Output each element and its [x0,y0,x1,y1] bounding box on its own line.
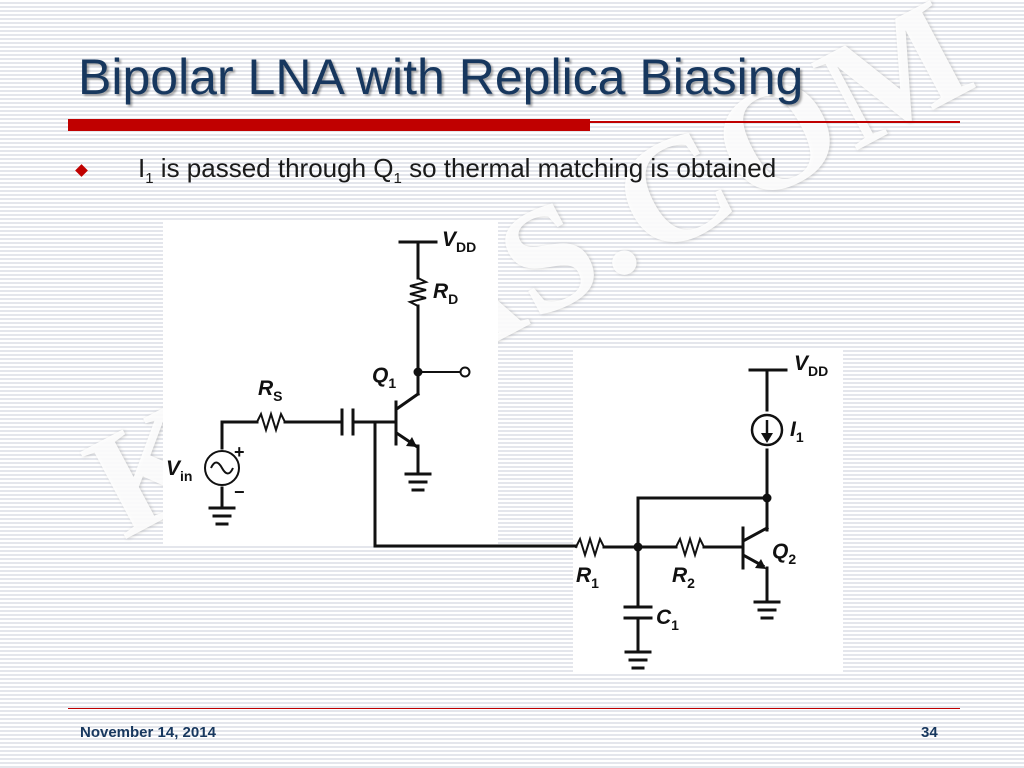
q1-label: Q1 [372,364,396,391]
bullet-text-part: is passed through Q [153,153,394,183]
r2-label: R2 [672,564,695,591]
vin-source [204,450,240,486]
i1-arrow-head-icon [761,433,773,443]
bullet-text-part: so thermal matching is obtained [401,153,777,183]
bullet-text: I1 is passed through Q1 so thermal match… [138,153,776,187]
feedback-node [762,493,772,503]
vin-label: Vin [166,457,192,484]
right-circuit-panel [573,350,843,672]
i1-current-source [750,413,784,447]
c1-label: C1 [656,606,679,633]
rs-resistor [255,410,287,434]
vdd-right-label: VDD [794,352,828,379]
r1-label: R1 [576,564,599,591]
vin-plus-label: + [234,442,245,462]
q2-collector-diag [742,525,770,543]
slide-title: Bipolar LNA with Replica Biasing [78,49,804,105]
rs-label: RS [258,377,283,404]
i1-label: I1 [790,418,804,445]
footer-date: November 14, 2014 [80,724,216,741]
q1-collector-node [413,367,423,377]
bullet-subscript: 1 [145,170,154,188]
q2-emitter-arrow-icon [755,559,766,569]
page-number: 34 [921,724,938,741]
r1-r2-node [633,542,643,552]
vin-minus-label: − [234,482,245,502]
title-underline-thin [590,121,960,123]
r2-resistor [674,535,706,559]
rd-resistor [407,276,429,308]
r1-resistor [574,535,606,559]
bullet-subscript: 1 [393,170,402,188]
title-underline-thick [68,119,590,131]
vin-sine-icon [210,461,234,475]
footer-divider [68,708,960,709]
output-terminal [459,366,471,378]
bullet-text-part: I [138,153,146,183]
q2-label: Q2 [772,540,796,567]
left-circuit-panel [163,222,498,545]
rd-label: RD [433,280,458,307]
q1-collector-diag [395,391,421,411]
vdd-left-label: VDD [442,228,476,255]
q1-emitter-arrow-icon [406,437,417,447]
